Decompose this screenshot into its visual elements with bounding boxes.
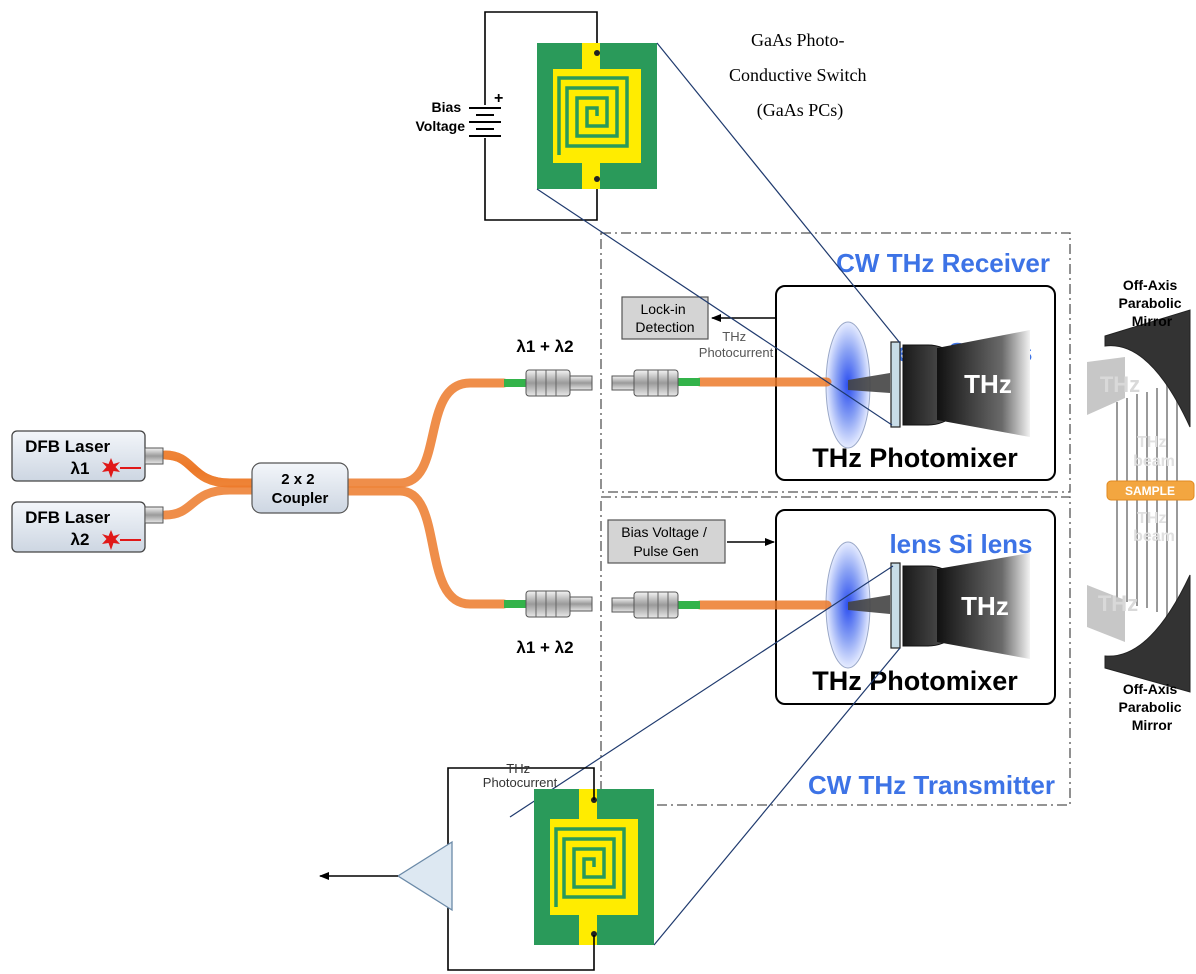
svg-text:2 x 2 Coupler: 2 x 2 Coupler xyxy=(272,471,329,507)
lambda-sum-bottom-label: λ1 + λ2 xyxy=(516,638,573,657)
transmitter-frame xyxy=(600,496,1071,806)
mirror-top-icon xyxy=(1104,309,1191,428)
fiber-sleeve-top-left xyxy=(504,379,526,387)
thz-photocurrent-rx-line1: THz xyxy=(722,329,746,344)
mirror-bottom-label: Off-Axis Parabolic Mirror xyxy=(1119,681,1186,733)
coupler-2x2: 2 x 2 Coupler xyxy=(251,462,349,514)
gaas-pcs-line1: GaAs Photo- xyxy=(751,30,845,50)
receiver-photomixer-label: THz Photomixer xyxy=(812,443,1018,473)
svg-text:Lock-in Detection: Lock-in Detection xyxy=(635,301,694,335)
zoom-lines xyxy=(509,42,901,946)
laser-star-icon-2 xyxy=(102,530,141,550)
mirror-bottom-line3: Mirror xyxy=(1132,717,1173,733)
gaas-pcs-chip-bottom xyxy=(534,789,654,945)
transmitter-focus-beam xyxy=(848,595,890,614)
bias-plus-sign: + xyxy=(494,90,503,107)
mirror-top-line3: Mirror xyxy=(1132,313,1173,329)
cw-transmitter-title: CW THz Transmitter xyxy=(808,770,1055,800)
bias-pulse-line1: Bias Voltage / xyxy=(621,524,707,540)
top-bias-circuit: + Bias Voltage xyxy=(415,11,598,221)
thz-beam-bottom-cone xyxy=(1087,585,1125,642)
gaas-pcs-chip-top xyxy=(537,43,657,189)
receiver-focus-beam xyxy=(848,373,890,393)
dfb1-line2: λ1 xyxy=(71,459,90,478)
bias-voltage-line1: Bias xyxy=(432,99,462,115)
lockin-detection-box: Lock-in Detection xyxy=(621,296,709,340)
transmitter-thz-label: THz xyxy=(961,591,1009,621)
receiver-photomixer: lens Si lens THz THz Photomixer xyxy=(775,285,1056,481)
thz-photocurrent-rx-line2: Photocurrent xyxy=(699,345,774,360)
gaas-pcs-label: GaAs Photo- Conductive Switch (GaAs PCs) xyxy=(729,30,871,121)
receiver-chip-substrate-icon xyxy=(890,341,901,428)
mirror-bottom-line1: Off-Axis xyxy=(1123,681,1178,697)
bias-voltage-label: Bias Voltage xyxy=(415,99,465,134)
transmitter-thz-cone xyxy=(937,553,1030,659)
fiber-connector-top-right xyxy=(611,369,679,397)
coupler-line2: Coupler xyxy=(272,490,329,507)
svg-text:DFB Laser λ2: DFB Laser λ2 xyxy=(25,508,115,549)
transmitter-photomixer-label: THz Photomixer xyxy=(812,666,1018,696)
receiver-frame xyxy=(600,232,1071,493)
gaas-pcs-line3: (GaAs PCs) xyxy=(757,100,844,121)
transmitter-photomixer: lens Si lens THz THz Photomixer xyxy=(775,509,1056,705)
dfb2-line1: DFB Laser xyxy=(25,508,110,527)
mirror-top-label: Off-Axis Parabolic Mirror xyxy=(1119,277,1186,329)
fiber-connector-bottom-left xyxy=(525,590,593,618)
thz-photocurrent-tx-line2: Photocurrent xyxy=(483,775,558,790)
fiber-sleeve-bottom-left xyxy=(504,600,526,608)
transmitter-lens-label: lens Si lens xyxy=(889,529,1032,559)
receiver-thz-label: THz xyxy=(964,369,1012,399)
svg-text:Bias Voltage / Pulse Gen: Bias Voltage / Pulse Gen xyxy=(621,524,711,559)
thz-photocurrent-rx-label: THz Photocurrent xyxy=(699,329,774,360)
amplifier-icon xyxy=(396,840,453,912)
thz-beam-bottom-line1: THz xyxy=(1137,510,1166,527)
gaas-pcs-line2: Conductive Switch xyxy=(729,65,867,85)
lockin-line1: Lock-in xyxy=(640,301,685,317)
thz-beam-top-label: THz beam xyxy=(1133,434,1175,470)
dfb2-line2: λ2 xyxy=(71,530,90,549)
fiber-connector-bottom-right xyxy=(611,591,679,619)
fiber-network xyxy=(160,377,832,610)
cw-receiver-title: CW THz Receiver xyxy=(836,248,1050,278)
thz-beam-top-cone xyxy=(1087,357,1125,415)
thz-mirror-top-label: THz xyxy=(1100,372,1140,397)
mirror-top-line1: Off-Axis xyxy=(1123,277,1178,293)
thz-beam-bottom-line2: beam xyxy=(1133,528,1175,545)
bias-pulse-gen-box: Bias Voltage / Pulse Gen xyxy=(607,519,726,564)
mirror-bottom-line2: Parabolic xyxy=(1119,699,1182,715)
dfb1-line1: DFB Laser xyxy=(25,437,110,456)
bias-pulse-line2: Pulse Gen xyxy=(633,543,698,559)
thz-beam-bottom-label: THz beam xyxy=(1133,510,1175,545)
fiber-sleeve-top-right xyxy=(678,378,700,386)
lambda-sum-top-label: λ1 + λ2 xyxy=(516,337,573,356)
lockin-line2: Detection xyxy=(635,319,694,335)
thz-photocurrent-tx-label: THz Photocurrent xyxy=(483,761,558,790)
dfb-laser-2: DFB Laser λ2 xyxy=(11,501,164,553)
bias-voltage-line2: Voltage xyxy=(415,118,465,134)
thz-beam-top-line1: THz xyxy=(1137,434,1166,451)
mirror-top-line2: Parabolic xyxy=(1119,295,1182,311)
transmitter-chip-substrate-icon xyxy=(890,562,901,649)
thz-photocurrent-tx-line1: THz xyxy=(506,761,530,776)
mirror-bottom-icon xyxy=(1104,574,1191,693)
fiber-connector-top-left xyxy=(525,369,593,397)
coupler-line1: 2 x 2 xyxy=(281,471,314,488)
thz-beam-top-line2: beam xyxy=(1133,453,1175,470)
sample-box xyxy=(1106,480,1195,501)
sample-label: SAMPLE xyxy=(1125,484,1175,498)
receiver-thz-cone xyxy=(937,330,1030,437)
dfb-laser-1: DFB Laser λ1 xyxy=(11,430,164,482)
fiber-sleeve-bottom-right xyxy=(678,601,700,609)
battery-icon xyxy=(469,107,501,137)
thz-mirror-bottom-label: THz xyxy=(1098,591,1138,616)
laser-star-icon-1 xyxy=(102,458,141,478)
svg-text:DFB Laser λ1: DFB Laser λ1 xyxy=(25,437,115,478)
